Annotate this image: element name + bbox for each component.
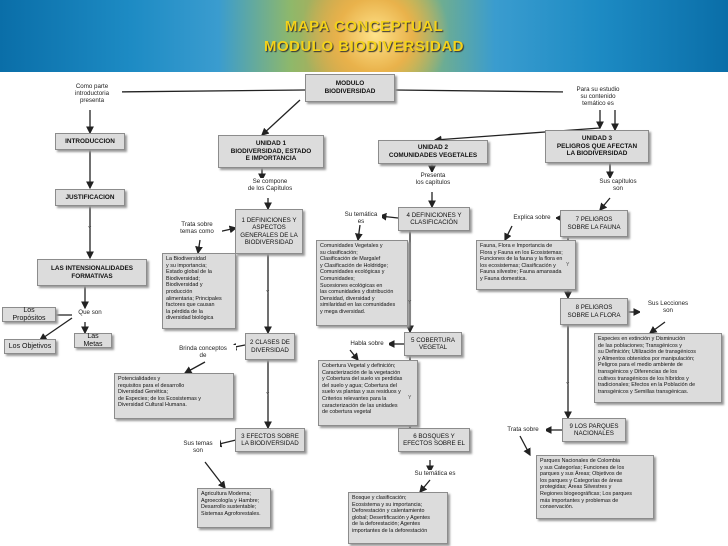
connector-cap3: Sus temas son [176, 440, 220, 455]
arrow-to-objetivos [38, 317, 73, 341]
y-mark: Y [408, 395, 412, 401]
arrow-to-cap5-detail [349, 349, 359, 362]
y-mark: Y [566, 382, 570, 388]
detail-cap8: Especies en extinción y Disminución de l… [594, 333, 722, 403]
node-objetivos: Los Objetivos [4, 339, 56, 354]
node-cap3: 3 EFECTOS SOBRE LA BIODIVERSIDAD [235, 428, 305, 452]
connector-cap9: Trata sobre [500, 426, 546, 434]
node-unidad2: UNIDAD 2 COMUNIDADES VEGETALES [378, 140, 488, 164]
node-metas: Las Metas [74, 333, 112, 348]
arrow-to-unidad1 [261, 99, 301, 136]
arrow-to-cap7-detail [504, 225, 513, 242]
node-unidad3: UNIDAD 3 PELIGROS QUE AFECTAN LA BIODIVE… [545, 130, 649, 163]
node-unidad1: UNIDAD 1 BIODIVERSIDAD, ESTADO E IMPORTA… [218, 135, 324, 168]
title-line-1: MAPA CONCEPTUAL [284, 18, 444, 35]
connector-unidad3: Sus capítulos son [592, 178, 644, 193]
node-cap8: 8 PELIGROS SOBRE LA FLORA [560, 298, 628, 325]
arrow-root-right [394, 88, 572, 96]
node-justificacion: JUSTIFICACION [55, 189, 125, 206]
y-mark: Y [266, 392, 270, 398]
detail-cap4: Comunidades Vegetales y su clasificación… [316, 240, 408, 326]
node-cap4: 4 DEFINICIONES Y CLASIFICACIÓN [398, 207, 470, 231]
detail-cap5: Cobertura Vegetal y definición; Caracter… [318, 360, 418, 426]
node-introduccion: INTRODUCCION [55, 133, 125, 150]
header-banner: MAPA CONCEPTUAL MODULO BIODIVERSIDAD [0, 0, 728, 72]
detail-cap1: La Biodiversidad y su importancia; Estad… [162, 253, 236, 329]
connector-cap4: Su temática es [340, 211, 382, 226]
arrow-root-left [108, 88, 306, 96]
detail-cap2: Potencialidades y requisitos para el des… [114, 373, 234, 419]
detail-cap3: Agricultura Moderna; Agroecología y Hamb… [197, 488, 271, 528]
node-cap6: 6 BOSQUES Y EFECTOS SOBRE EL [398, 428, 470, 452]
connector-cap6: Su temática es [405, 470, 465, 478]
arrow-to-cap4-detail [354, 224, 363, 242]
arrow-to-cap3-detail [204, 461, 226, 490]
connector-cap1: Trata sobre temas como [172, 221, 222, 236]
root-node: MODULO BIODIVERSIDAD [305, 74, 395, 102]
arrow-to-cap7 [599, 197, 611, 211]
node-propositos: Los Propósitos [2, 307, 56, 322]
connector-unidad2: Presenta los capítulos [405, 172, 461, 187]
arrow-to-cap2-detail [183, 361, 206, 374]
arrow-to-cap6-detail [419, 479, 431, 493]
connector-cap7: Explica sobre [508, 214, 556, 222]
arrow-to-cap8-detail [648, 321, 666, 334]
connector-introductory: Como parte introductoria presenta [62, 83, 122, 105]
connector-unidad1: Se compone de los Capítulos [238, 178, 302, 193]
detail-cap9: Parques Nacionales de Colombia y sus Cat… [536, 455, 654, 519]
detail-cap6: Bosque y clasificación; Ecosistema y su … [348, 492, 448, 544]
title-line-2: MODULO BIODIVERSIDAD [263, 38, 464, 55]
node-cap5: 5 COBERTURA VEGETAL [404, 332, 462, 356]
connector-que-son: Que son [72, 309, 108, 317]
connector-cap2: Brinda conceptos de [170, 345, 236, 360]
y-mark: Y [566, 262, 570, 268]
connector-study: Para su estudio su contenido temático es [563, 86, 633, 108]
node-intencionalidades: LAS INTENSIONALIDADES FORMATIVAS [37, 259, 147, 286]
arrow-to-cap9-detail [519, 435, 531, 457]
node-cap2: 2 CLASES DE DIVERSIDAD [245, 333, 295, 360]
y-mark: Y [266, 290, 270, 296]
connector-cap5: Habla sobre [345, 340, 389, 348]
node-cap7: 7 PELIGROS SOBRE LA FAUNA [560, 210, 628, 237]
banner-decoration [300, 0, 450, 72]
connector-cap8: Sus Lecciones son [640, 300, 696, 315]
y-mark: Y [88, 226, 92, 232]
detail-cap7: Fauna, Flora e Importancia de Flora y Fa… [476, 240, 576, 290]
arrow-to-cap1-detail [195, 239, 203, 255]
node-cap9: 9 LOS PARQUES NACIONALES [562, 418, 626, 442]
y-mark: Y [408, 300, 412, 306]
node-cap1: 1 DEFINICIONES Y ASPECTOS GENERALES DE L… [235, 209, 303, 254]
